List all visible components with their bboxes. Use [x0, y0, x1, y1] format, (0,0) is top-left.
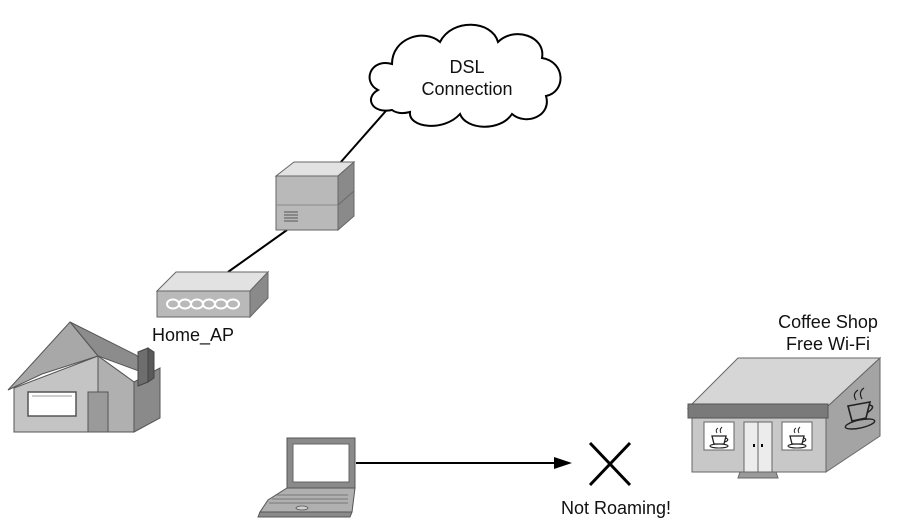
- connection-attempt-arrow: [356, 457, 572, 469]
- house-icon: [7, 321, 161, 433]
- coffee-shop-building-icon: [686, 356, 882, 479]
- not-roaming-label: Not Roaming!: [561, 498, 671, 518]
- cloud-to-modem-link: [339, 103, 393, 164]
- dsl-modem-icon: [274, 160, 356, 232]
- cloud-label-line2: Connection: [421, 79, 512, 99]
- home-ap-router-icon: [155, 270, 270, 319]
- laptop-icon: [257, 437, 356, 518]
- cloud-label-line1: DSL: [449, 57, 484, 77]
- modem-to-ap-link: [227, 229, 288, 273]
- coffee-cup-sign-icon: [844, 387, 876, 430]
- home-ap-label: Home_AP: [152, 325, 234, 346]
- coffee-cup-icon: [787, 426, 807, 449]
- not-roaming-x-icon: [588, 441, 632, 487]
- dsl-cloud-icon: [368, 23, 562, 128]
- coffee-shop-label-line1: Coffee Shop: [778, 312, 878, 332]
- coffee-shop-label-line2: Free Wi-Fi: [786, 334, 870, 354]
- coffee-cup-icon: [709, 426, 729, 449]
